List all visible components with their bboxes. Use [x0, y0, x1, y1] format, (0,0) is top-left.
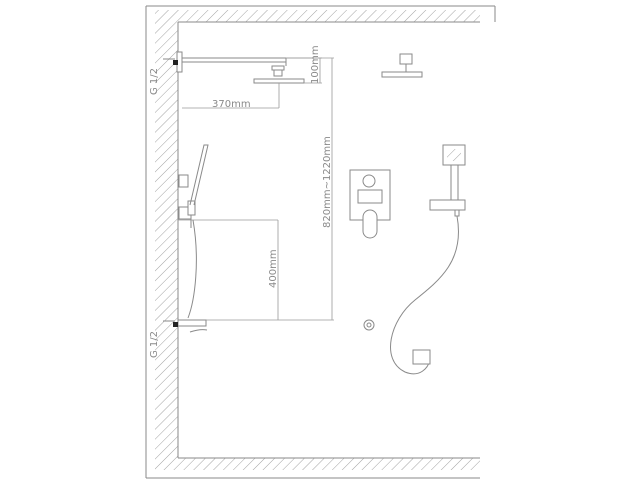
arm-length-label: 370mm: [212, 99, 251, 110]
floor-hatch: [178, 458, 480, 470]
hand-shower-front: [390, 144, 466, 375]
mixer-height-label: 400mm: [268, 249, 279, 288]
thread-label-bottom: G 1/2: [149, 331, 160, 358]
dimension-lines: [178, 57, 334, 321]
mixer-front: [349, 169, 391, 239]
wall-frame: [145, 5, 496, 479]
wall-mixer-side: [163, 144, 209, 333]
overhead-shower-side: [163, 51, 305, 84]
ceiling-hatch: [178, 10, 480, 22]
head-drop-label: 100mm: [310, 45, 321, 84]
overhead-shower-front: [381, 53, 423, 78]
height-range-label: 820mm~1220mm: [322, 136, 333, 228]
left-wall-hatch: [155, 10, 178, 470]
outlet-front: [363, 319, 375, 331]
thread-label-top: G 1/2: [149, 68, 160, 95]
